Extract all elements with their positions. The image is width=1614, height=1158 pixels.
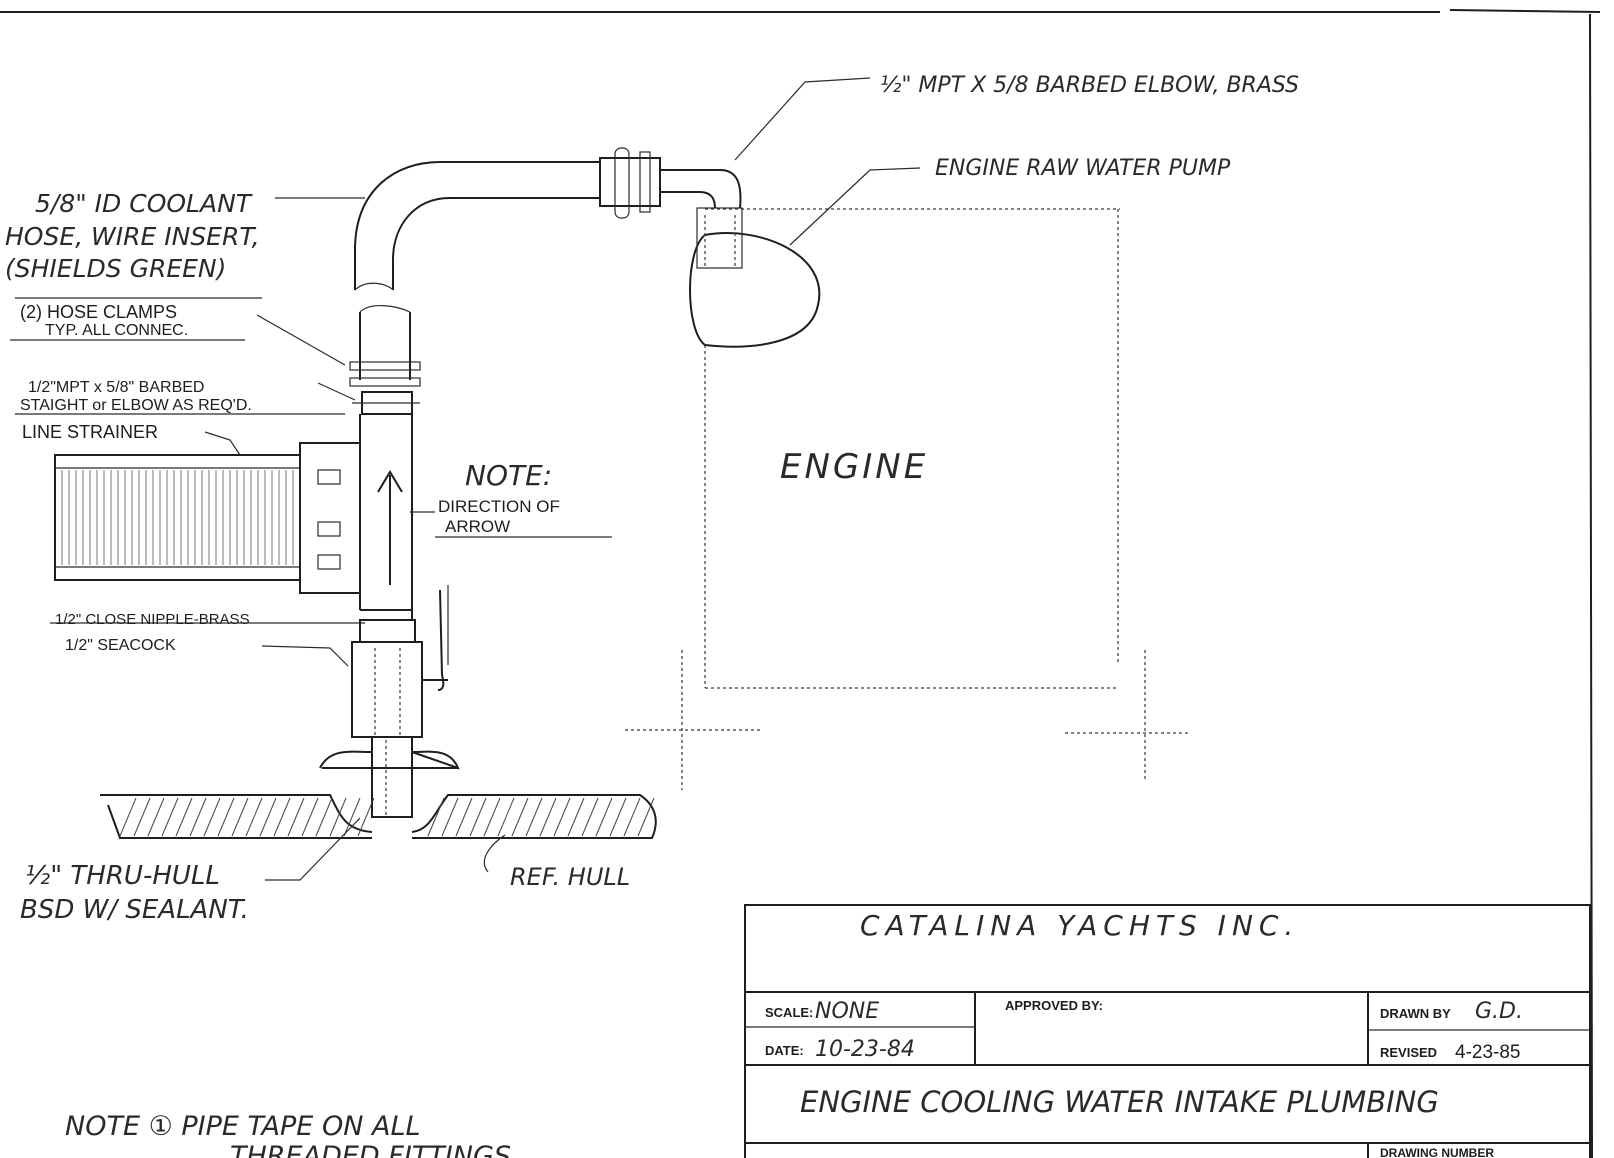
company-name: CATALINA YACHTS INC. <box>860 909 1299 942</box>
hull-hatch-line <box>427 797 445 837</box>
hull-hatch-line <box>231 797 249 837</box>
hull-hatch-line <box>133 797 151 837</box>
drawn-label: DRAWN BY <box>1380 1006 1451 1021</box>
thruhull-callout-line2: BSD W/ SEALANT. <box>20 895 249 925</box>
hull-hatch-line <box>637 797 655 837</box>
hull-hatch-line <box>119 797 137 837</box>
hull-hatch-line <box>203 797 221 837</box>
bottom-note-line2: THREADED FITTINGS <box>230 1141 511 1158</box>
note-line2: ARROW <box>445 517 510 536</box>
strainer-callout: LINE STRAINER <box>22 422 158 442</box>
leader-lines <box>10 77 921 881</box>
hull-hatch-line <box>343 797 361 837</box>
hull-hatch-line <box>161 797 179 837</box>
barbed-callout-line2: STAIGHT or ELBOW AS REQ'D. <box>20 397 252 414</box>
hull-hatch-line <box>581 797 599 837</box>
hull-hatch-line <box>623 797 641 837</box>
hull-hatch-line <box>315 797 333 837</box>
elbow-callout: ½" MPT X 5/8 BARBED ELBOW, BRASS <box>880 73 1299 98</box>
drawn-value: G.D. <box>1475 999 1523 1024</box>
note-line1: DIRECTION OF <box>438 497 560 516</box>
top-border-line-right <box>1449 9 1601 13</box>
nipple-callout: 1/2" CLOSE NIPPLE-BRASS <box>55 611 250 628</box>
engine-label: ENGINE <box>780 447 928 487</box>
hull-hatch-line <box>497 797 515 837</box>
hull-hatch-line <box>329 797 347 837</box>
thruhull-callout-line1: ½" THRU-HULL <box>25 861 220 891</box>
hull-hatch-line <box>539 797 557 837</box>
line-strainer <box>54 442 361 594</box>
drawing-title: ENGINE COOLING WATER INTAKE PLUMBING <box>800 1085 1439 1119</box>
drawing-number-label: DRAWING NUMBER <box>1380 1146 1494 1158</box>
scale-value: NONE <box>815 999 879 1024</box>
hull-hatch-line <box>287 797 305 837</box>
hull-hatch-line <box>273 797 291 837</box>
hull-hatch-line <box>553 797 571 837</box>
hull-hatch-line <box>469 797 487 837</box>
hull-hatch-line <box>525 797 543 837</box>
ref-hull-callout: REF. HULL <box>510 863 630 891</box>
pump-callout: ENGINE RAW WATER PUMP <box>935 156 1231 181</box>
hose-callout-line1: 5/8" ID COOLANT <box>35 189 253 218</box>
hull-hatch-line <box>301 797 319 837</box>
hose-callout-line3: (SHIELDS GREEN) <box>5 254 226 283</box>
seacock-callout: 1/2" SEACOCK <box>65 637 176 654</box>
hull-section <box>100 794 657 839</box>
hull-hatch-line <box>567 797 585 837</box>
hull-hatch-line <box>259 797 277 837</box>
hull-hatch-line <box>609 797 627 837</box>
hull-hatch-line <box>441 797 459 837</box>
bottom-note-line1: NOTE ① PIPE TAPE ON ALL <box>65 1111 421 1142</box>
hull-hatch-line <box>511 797 529 837</box>
revised-label: REVISED <box>1380 1045 1437 1060</box>
date-value: 10-23-84 <box>815 1037 915 1062</box>
title-block <box>744 904 1591 1158</box>
clamps-callout-line2: TYP. ALL CONNEC. <box>45 322 188 339</box>
hull-hatch-line <box>357 797 375 837</box>
note-title: NOTE: <box>465 459 552 492</box>
scale-label: SCALE: <box>765 1005 813 1020</box>
hull-hatch-line <box>147 797 165 837</box>
hull-hatch-line <box>455 797 473 837</box>
revised-value: 4-23-85 <box>1455 1042 1521 1063</box>
hull-hatch-line <box>245 797 263 837</box>
date-label: DATE: <box>765 1043 804 1058</box>
hull-hatch-line <box>483 797 501 837</box>
engine-block <box>625 208 1190 790</box>
hull-hatch-line <box>189 797 207 837</box>
approved-label: APPROVED BY: <box>1005 998 1103 1013</box>
raw-water-pump <box>689 207 821 348</box>
right-border-line <box>1589 13 1593 1158</box>
hull-hatch-line <box>217 797 235 837</box>
hose-callout-line2: HOSE, WIRE INSERT, <box>5 222 260 251</box>
clamps-callout-line1: (2) HOSE CLAMPS <box>20 302 177 322</box>
hull-hatch-line <box>595 797 613 837</box>
hull-hatch-line <box>175 797 193 837</box>
barbed-callout-line1: 1/2"MPT x 5/8" BARBED <box>28 379 204 396</box>
